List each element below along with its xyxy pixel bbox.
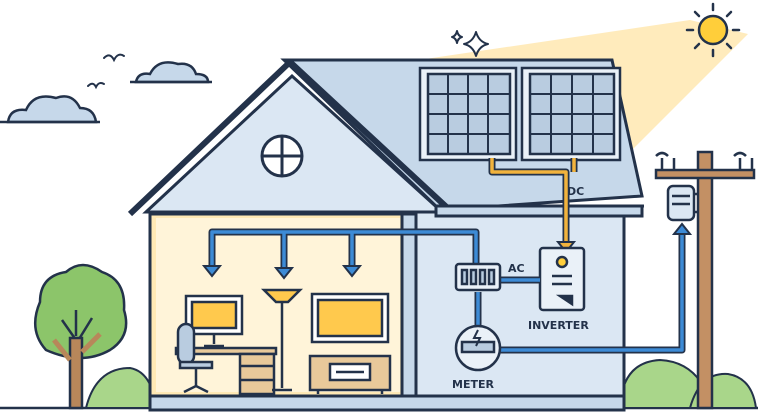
sun-icon (685, 2, 741, 58)
breaker-box-icon (454, 262, 502, 292)
cloud-icon (6, 61, 210, 124)
ac-arrows (201, 222, 693, 280)
tree-icon (33, 263, 128, 410)
ac-wire (208, 228, 686, 354)
monitor-icon (184, 294, 244, 348)
console-icon (308, 354, 392, 394)
sparkle-icon (451, 30, 489, 57)
tv-icon (310, 292, 390, 344)
solar-panel-icon (418, 66, 622, 162)
ac-label: AC (508, 262, 525, 275)
inverter-icon (538, 246, 586, 312)
attic-window-icon (260, 134, 304, 178)
lamp-icon (260, 288, 304, 392)
chair-icon (176, 322, 214, 394)
bird-icon (87, 53, 125, 90)
bush-left (84, 366, 158, 409)
utility-pole-icon (654, 150, 756, 410)
inverter-label: INVERTER (528, 319, 589, 332)
dc-label: DC (567, 185, 584, 198)
bush-right (618, 358, 758, 409)
meter-label: METER (452, 378, 494, 391)
desk (174, 346, 278, 396)
meter-icon (454, 324, 502, 372)
